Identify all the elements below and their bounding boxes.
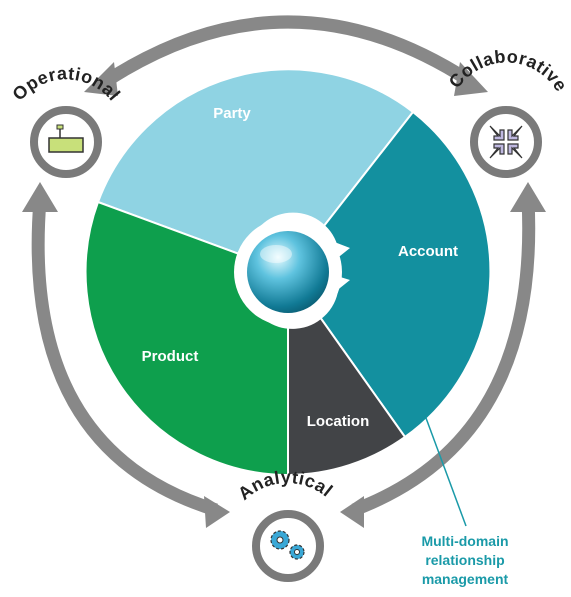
center-orb: [247, 231, 329, 313]
arrow-operational-collaborative: [104, 15, 472, 86]
segment-party: [96, 68, 415, 274]
arrowhead: [84, 62, 118, 96]
segment-label-account: Account: [398, 243, 458, 260]
arrowheads: [22, 62, 546, 528]
callout-line-2: relationship: [425, 552, 505, 568]
device-icon: [48, 124, 84, 153]
segment-account: [286, 110, 492, 439]
node-analytical: [252, 510, 324, 582]
callout-line-1: Multi-domain: [421, 533, 509, 549]
arrowhead: [22, 182, 58, 212]
segment-location: [287, 268, 407, 477]
arrowhead: [340, 496, 364, 528]
segment-label-location: Location: [307, 413, 370, 430]
callout-leader-line: [425, 417, 467, 527]
center-cycle-icon: [234, 212, 350, 329]
callout-line-3: management: [421, 571, 509, 587]
segment-label-party: Party: [213, 105, 251, 122]
arrowhead: [510, 182, 546, 212]
segment-label-product: Product: [142, 348, 199, 365]
node-collaborative: [470, 106, 542, 178]
arrow-collaborative-analytical: [351, 199, 536, 517]
collapse-arrows-icon: [489, 125, 523, 159]
callout-text: Multi-domain relationship management: [390, 532, 540, 589]
arrowhead: [204, 496, 230, 528]
domain-wheel: [84, 68, 492, 477]
outer-arrows: [31, 15, 536, 517]
gears-icon: [270, 530, 305, 560]
arrowhead: [454, 62, 488, 96]
arrow-operational-analytical: [31, 199, 218, 517]
node-operational: [30, 106, 102, 178]
